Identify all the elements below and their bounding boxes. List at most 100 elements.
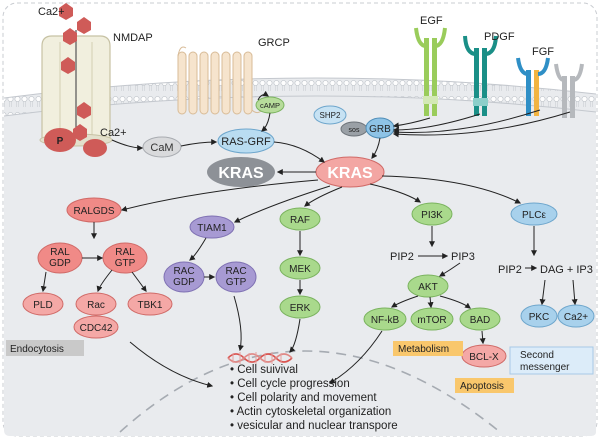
phospho-site: [44, 128, 76, 152]
pip2-label: PIP2: [390, 251, 414, 263]
apoptosis-label: Apoptosis: [460, 381, 504, 392]
fgf-label: FGF: [532, 46, 554, 58]
grcp-label: GRCP: [258, 37, 290, 49]
outcome-item: • Cell suivival: [230, 364, 298, 376]
kras-gray-label: KRAS: [218, 165, 264, 182]
kras-gray-node: KRAS: [207, 157, 275, 187]
grcp-receptor: [177, 46, 265, 115]
ras-grf-label: RAS-GRF: [221, 136, 271, 148]
bclx-node: BCL-X: [461, 344, 507, 368]
pdgf-label: PDGF: [484, 31, 515, 43]
raf-label: RAF: [290, 215, 310, 226]
cdc42-node: CDC42: [73, 315, 119, 339]
endocytosis-label: Endocytosis: [10, 344, 64, 355]
tbk1-label: TBK1: [137, 300, 162, 311]
cdc42-label: CDC42: [80, 323, 113, 334]
ral-gtp-label-2: GTP: [115, 258, 136, 269]
plce-node: PLCε: [510, 202, 558, 226]
nfkb-label: NF-kB: [371, 315, 400, 326]
ca-side-label: Ca2+: [100, 127, 127, 139]
kras-main-node: KRAS: [315, 156, 385, 188]
rac-gdp-label-1: RAC: [173, 266, 194, 277]
second-messenger-box: Second messenger: [509, 346, 594, 375]
plce-label: PLCε: [522, 210, 546, 221]
tiam1-label: TIAM1: [197, 223, 227, 234]
pdgf-receptor: [463, 35, 498, 116]
bclx-label: BCL-X: [469, 352, 499, 363]
nucleus-boundary: [119, 350, 501, 433]
ral-gdp-label-2: GDP: [49, 258, 71, 269]
pld-node: PLD: [22, 292, 64, 316]
metabolism-label: Metabolism: [398, 344, 449, 355]
rac-gdp-label-2: GDP: [173, 277, 195, 288]
shp2-node: SHP2: [313, 105, 347, 125]
phospho-site-2: [83, 139, 107, 157]
bad-node: BAD: [459, 307, 501, 331]
endocytosis-box: Endocytosis: [6, 340, 84, 356]
shp2-label: SHP2: [320, 111, 341, 120]
bad-label: BAD: [470, 315, 491, 326]
nfkb-node: NF-kB: [363, 307, 407, 331]
ral-gtp-label-1: RAL: [115, 247, 135, 258]
rac-gdp-node: RAC GDP: [163, 261, 205, 293]
tbk1-node: TBK1: [127, 292, 173, 316]
ralgds-label: RALGDS: [73, 206, 114, 217]
second-messenger-label-1: Second: [520, 350, 554, 361]
outcome-item: • Cell polarity and movement: [230, 392, 377, 404]
pkc-node: PKC: [520, 304, 558, 328]
dna-helix: [227, 352, 293, 364]
pathway-arrows: [40, 90, 578, 388]
rac-node: Rac: [75, 292, 117, 316]
rac-gtp-label-2: GTP: [226, 277, 247, 288]
apoptosis-box: Apoptosis: [455, 378, 514, 393]
outcome-list: • Cell suivival • Cell cycle progression •…: [230, 364, 398, 432]
mtor-node: mTOR: [410, 307, 454, 331]
metabolism-box: Metabolism: [393, 341, 463, 356]
rac-label: Rac: [87, 300, 105, 311]
akt-label: AKT: [418, 282, 437, 293]
p-label: P: [57, 136, 64, 147]
calcium-ions: [59, 3, 91, 141]
sos-node: sos: [340, 121, 368, 137]
second-messenger-label-2: messenger: [520, 362, 570, 373]
ralgds-node: RALGDS: [66, 197, 122, 223]
cam-label: CaM: [150, 142, 173, 154]
plc-ca-label: Ca2+: [564, 312, 588, 323]
pi3k-label: PI3K: [421, 210, 443, 221]
erk-node: ERK: [279, 295, 321, 319]
kras-main-label: KRAS: [327, 165, 373, 182]
gray-receptor: [554, 63, 584, 118]
pip3-label: PIP3: [451, 251, 475, 263]
fgf-receptor: [516, 57, 550, 116]
outcome-item: • vesicular and nuclear transpore: [230, 420, 398, 432]
ca-top-label: Ca2+: [38, 6, 65, 18]
outcome-item: • Cell cycle progression: [230, 378, 350, 390]
plc-ca-node: Ca2+: [557, 304, 595, 328]
plc-pip2-label: PIP2: [498, 264, 522, 276]
egf-receptor: [414, 27, 447, 116]
tiam1-node: TIAM1: [189, 215, 235, 239]
mtor-label: mTOR: [417, 315, 446, 326]
sos-label: sos: [349, 127, 360, 134]
akt-node: AKT: [407, 274, 449, 298]
erk-label: ERK: [290, 303, 311, 314]
nmdap-label: NMDAP: [113, 32, 153, 44]
camp-label: cAMP: [260, 101, 280, 110]
mek-node: MEK: [279, 256, 321, 280]
cam-node: CaM: [142, 136, 182, 158]
ral-gdp-label-1: RAL: [50, 247, 70, 258]
raf-node: RAF: [279, 207, 321, 231]
ral-gdp-node: RAL GDP: [37, 242, 83, 274]
ras-grf-node: RAS-GRF: [217, 128, 275, 154]
rac-gtp-node: RAC GTP: [215, 261, 257, 293]
pld-label: PLD: [33, 300, 52, 311]
outcome-item: • Actin cytoskeletal organization: [230, 406, 391, 418]
mek-label: MEK: [289, 264, 311, 275]
dag-ip3-label: DAG + IP3: [540, 264, 593, 276]
grb-node: GRB: [365, 117, 395, 139]
grb-label: GRB: [369, 124, 391, 135]
egf-label: EGF: [420, 15, 443, 27]
pi3k-node: PI3K: [411, 202, 453, 226]
